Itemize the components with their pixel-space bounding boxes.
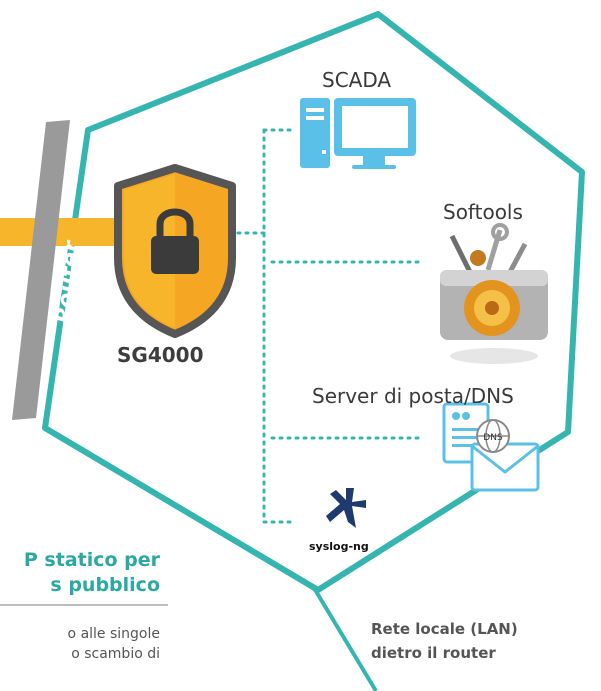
wan-bar (0, 218, 130, 246)
mail-dns-label: Server di posta/DNS (312, 384, 514, 408)
router-bar (12, 120, 70, 420)
syslog-ng-label: syslog-ng (309, 540, 369, 553)
sg4000-label: SG4000 (117, 343, 204, 367)
lan-label: Rete locale (LAN) dietro il router (371, 620, 518, 662)
padlock-icon (156, 208, 194, 238)
left-panel-divider (0, 604, 168, 606)
left-panel-body: o alle singole o scambio di (67, 626, 160, 662)
dns-badge-text: DNS (483, 433, 503, 443)
sg4000-shield (114, 164, 236, 338)
lan-hexagon (42, 11, 585, 593)
softools-label: Softools (443, 200, 523, 224)
lan-pointer-line (312, 586, 378, 691)
syslog-ng-logo-icon (326, 488, 366, 528)
softools-toolbox-icon (440, 223, 548, 364)
scada-label: SCADA (322, 68, 392, 92)
left-panel-headline: P statico per s pubblico (23, 549, 160, 596)
scada-computer-icon (300, 98, 416, 169)
mail-dns-server-icon: DNS (442, 402, 540, 492)
connectors (228, 128, 424, 524)
